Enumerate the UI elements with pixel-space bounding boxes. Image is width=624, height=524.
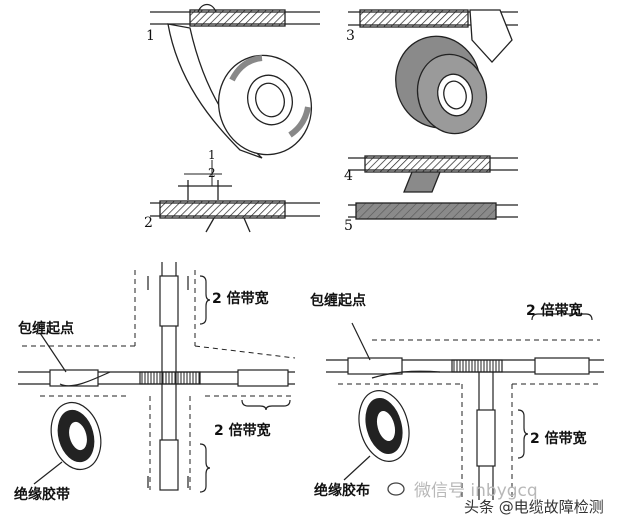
panel-step-5 (348, 202, 518, 220)
label-start-point-left: 包缠起点 (18, 321, 74, 337)
step-label-3: 3 (346, 28, 355, 44)
label-double-width-right-top: 2 倍带宽 (526, 303, 583, 319)
label-double-width-mid: 2 倍带宽 (214, 423, 271, 439)
dimension-denominator: 2 (208, 166, 216, 180)
label-insulation-tape-left: 绝缘胶带 (14, 487, 70, 503)
step-label-1: 1 (146, 28, 155, 44)
watermark-main: 头条 @电缆故障检测 (464, 498, 604, 516)
step-label-2: 2 (144, 215, 153, 231)
step-label-5: 5 (344, 218, 353, 234)
label-insulation-tape-right: 绝缘胶布 (314, 483, 370, 499)
panel-step-1 (150, 3, 320, 159)
panel-step-4 (348, 155, 518, 193)
label-start-point-right: 包缠起点 (310, 293, 366, 309)
t-junction-diagram (326, 309, 604, 500)
cross-junction-diagram (18, 262, 296, 493)
step-label-4: 4 (344, 168, 353, 184)
panel-step-2 (150, 160, 320, 233)
watermark-faint: 微信号 inbygcq (414, 481, 538, 501)
watermark-logo-icon (387, 482, 405, 496)
label-double-width-top: 2 倍带宽 (212, 291, 269, 307)
label-double-width-right-bottom: 2 倍带宽 (530, 431, 587, 447)
dimension-numerator: 1 (208, 148, 216, 162)
panel-step-3 (348, 9, 518, 135)
